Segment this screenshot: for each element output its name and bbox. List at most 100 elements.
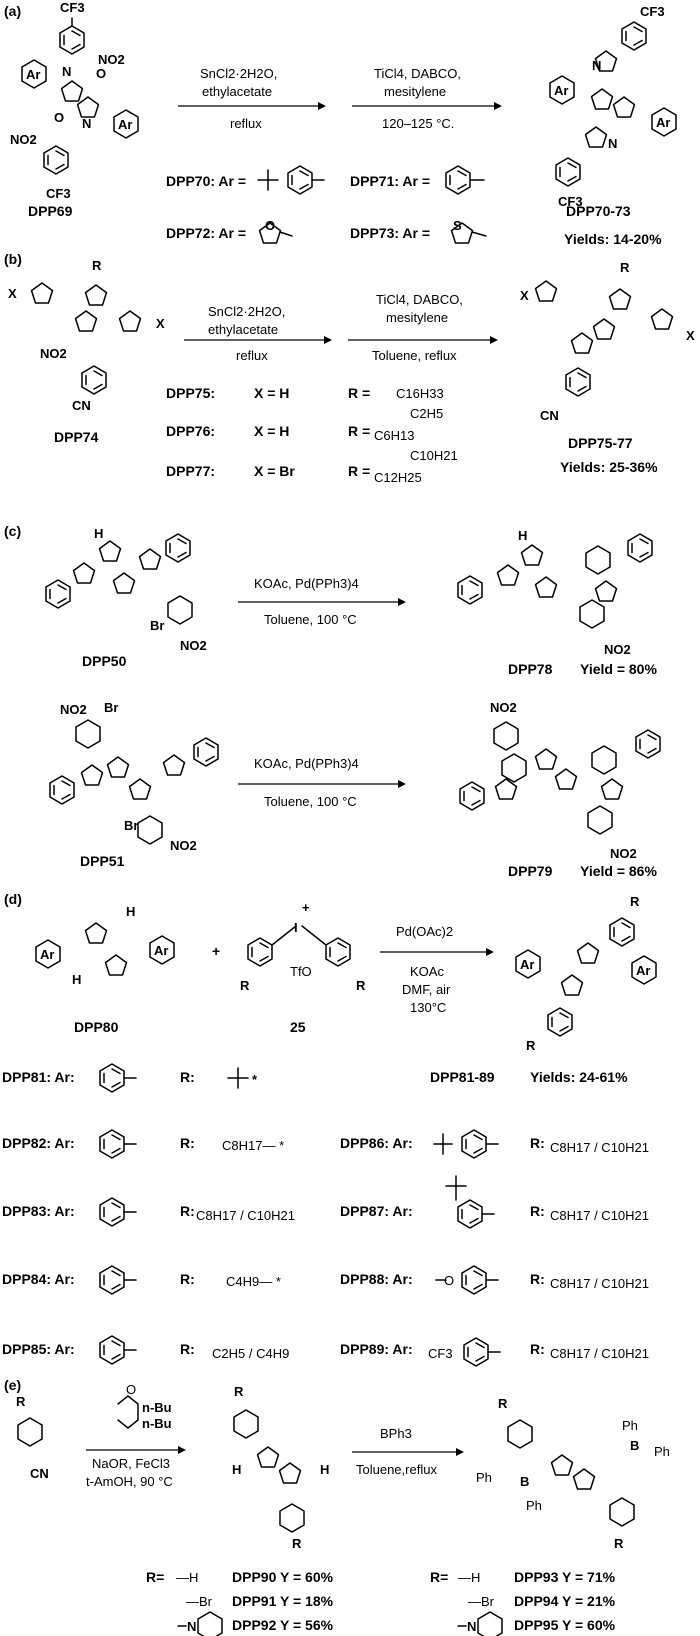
svg-text:R: R: [614, 1536, 624, 1551]
dpp75-row-x: X = H: [254, 385, 289, 401]
result-dpp91: DPP91 Y = 18%: [232, 1593, 334, 1609]
svg-text:Br: Br: [104, 700, 118, 715]
svg-text:CF3: CF3: [46, 186, 71, 201]
phenyl-icon: [445, 165, 485, 195]
dpp81-ar-phenyl-icon: [99, 1063, 137, 1093]
results-right-r-label: R=: [430, 1569, 448, 1585]
svg-text:Ar: Ar: [154, 943, 168, 958]
dpp51-label: DPP51: [80, 853, 125, 869]
svg-text:NO2: NO2: [60, 702, 87, 717]
svg-text:NO2: NO2: [610, 846, 637, 861]
svg-text:B: B: [630, 1438, 639, 1453]
dpp81-89-structure: R Ar Ar R: [515, 894, 657, 1053]
svg-text:B: B: [520, 1474, 529, 1489]
panel-b-cond1-bot: reflux: [236, 348, 268, 363]
dpp77-row-sub-a: C10H21: [410, 448, 458, 463]
panel-b-cond1-top1: SnCl2·2H2O,: [208, 304, 285, 319]
furyl-icon: O: [258, 218, 293, 244]
dpp84-ar-phenyl-icon: [99, 1265, 137, 1295]
dpp85-row-name: DPP85: Ar:: [2, 1341, 75, 1357]
dpp75-77-structure: R X X CN: [520, 260, 695, 423]
svg-text:Br: Br: [150, 618, 164, 633]
svg-text:N: N: [467, 1619, 476, 1634]
svg-text:Ar: Ar: [40, 947, 54, 962]
svg-text:H: H: [320, 1462, 329, 1477]
dpp87-row-name: DPP87: Ar:: [340, 1203, 413, 1219]
svg-text:NO2: NO2: [180, 638, 207, 653]
svg-text:CN: CN: [72, 398, 91, 413]
panel-b-tag: (b): [4, 251, 22, 267]
dpp80-label: DPP80: [74, 1019, 119, 1035]
dpp86-row-name: DPP86: Ar:: [340, 1135, 413, 1151]
dpp85-row-r: R:: [180, 1341, 195, 1357]
svg-text:R: R: [16, 1394, 26, 1409]
panel-a-cond1-bot: reflux: [230, 116, 262, 131]
panel-d-cond-bot3: 130°C: [410, 1000, 446, 1015]
dpp86-row-sub: C8H17 / C10H21: [550, 1140, 649, 1155]
panel-e-cond-bot2: t-AmOH, 90 °C: [86, 1474, 173, 1489]
panel-a-cond2-top1: TiCl4, DABCO,: [374, 66, 461, 81]
dpp83-ar-phenyl-icon: [99, 1197, 137, 1227]
svg-text:H: H: [72, 972, 81, 987]
dpp84-row-r: R:: [180, 1271, 195, 1287]
dpp76-row-sub-b: C6H13: [374, 428, 414, 443]
dpp73-example: DPP73: Ar =: [350, 225, 430, 241]
svg-text:O: O: [54, 110, 64, 125]
svg-text:X: X: [8, 286, 17, 301]
svg-text:R: R: [526, 1038, 536, 1053]
svg-text:n-Bu: n-Bu: [142, 1416, 172, 1431]
reagent-25-label: 25: [290, 1019, 306, 1035]
dpp70-73-structure: CF3 N N Ar Ar CF3: [549, 4, 677, 209]
panel-e-cond-bot1: NaOR, FeCl3: [92, 1456, 170, 1471]
dpp75-77-yield: Yields: 25-36%: [560, 459, 658, 475]
dpp89-ar-cf3-phenyl-icon: CF3: [428, 1337, 501, 1367]
dpp75-row-name: DPP75:: [166, 385, 215, 401]
result-dpp95: DPP95 Y = 60%: [514, 1617, 616, 1633]
dpp89-row-sub: C8H17 / C10H21: [550, 1346, 649, 1361]
dpp81-row-name: DPP81: Ar:: [2, 1069, 75, 1085]
svg-text:CF3: CF3: [428, 1346, 453, 1361]
svg-text:R: R: [498, 1396, 508, 1411]
dpp72-example: DPP72: Ar =: [166, 225, 246, 241]
panel-e-cond2-bot: Toluene,reflux: [356, 1462, 437, 1477]
panel-a-arrow-2: [352, 102, 502, 110]
panel-b-cond2-top2: mesitylene: [386, 310, 448, 325]
dpp77-row-x: X = Br: [254, 463, 295, 479]
svg-text:NO2: NO2: [170, 838, 197, 853]
svg-text:N: N: [187, 1619, 196, 1634]
panel-d-tag: (d): [4, 891, 22, 907]
dpp78-yield: Yield = 80%: [580, 661, 657, 677]
dpp85-row-sub: C2H5 / C4H9: [212, 1346, 289, 1361]
svg-text:H: H: [94, 526, 103, 541]
result-dpp95-piperidine-icon: N: [457, 1611, 503, 1636]
svg-text:Br: Br: [124, 818, 138, 833]
tbu-phenyl-icon: [257, 165, 325, 195]
svg-text:N: N: [592, 58, 601, 73]
panel-e-cond2-top: BPh3: [380, 1426, 412, 1441]
svg-text:H: H: [126, 904, 135, 919]
dpp87-row-sub: C8H17 / C10H21: [550, 1208, 649, 1223]
panel-d-arrow: [380, 948, 494, 956]
svg-text:Ar: Ar: [554, 83, 568, 98]
panel-e-tag: (e): [4, 1377, 21, 1393]
dpp86-ar-tbu-phenyl-icon: [433, 1129, 499, 1159]
svg-text:Ar: Ar: [636, 963, 650, 978]
dpp74-label: DPP74: [54, 429, 99, 445]
panel-a-cond1-top1: SnCl2·2H2O,: [200, 66, 277, 81]
dpp51-structure: NO2 Br Br NO2: [49, 700, 219, 853]
panel-b-cond1-top2: ethylacetate: [208, 322, 278, 337]
dpp77-row-sub-b: C12H25: [374, 470, 422, 485]
dpp78-label: DPP78: [508, 661, 553, 677]
svg-text:X: X: [520, 288, 529, 303]
result-dpp91-r: —Br: [186, 1594, 213, 1609]
diketone-reagent-structure: O n-Bu n-Bu: [117, 1382, 172, 1431]
dpp75-row-sub: C16H33: [396, 386, 444, 401]
svg-text:N: N: [62, 64, 71, 79]
result-dpp90-r: —H: [176, 1570, 198, 1585]
dpp77-row-name: DPP77:: [166, 463, 215, 479]
cyanopyridine-structure: R CN: [16, 1394, 49, 1481]
panel-c-cond-top-1: KOAc, Pd(PPh3)4: [254, 576, 359, 591]
svg-text:CN: CN: [30, 1466, 49, 1481]
dpp86-row-r: R:: [530, 1135, 545, 1151]
